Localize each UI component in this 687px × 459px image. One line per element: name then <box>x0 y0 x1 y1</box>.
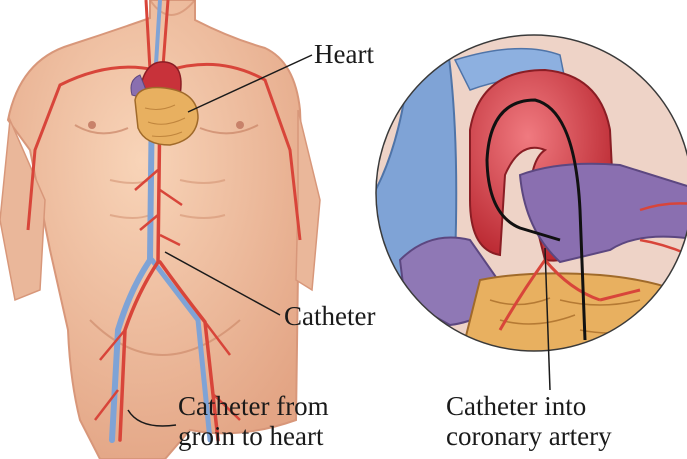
label-groin: Catheter from groin to heart <box>178 392 329 451</box>
label-coronary: Catheter into coronary artery <box>446 392 612 451</box>
nipple-right <box>236 121 244 129</box>
label-coronary-line1: Catheter into <box>446 392 612 422</box>
label-heart-text: Heart <box>314 40 374 70</box>
zoom-circle <box>370 30 687 360</box>
label-catheter-text: Catheter <box>284 302 375 332</box>
right-arm <box>296 110 320 290</box>
label-coronary-line2: coronary artery <box>446 422 612 452</box>
label-groin-line1: Catheter from <box>178 392 329 422</box>
nipple-left <box>88 121 96 129</box>
label-heart: Heart <box>314 40 374 70</box>
label-catheter: Catheter <box>284 302 375 332</box>
label-groin-line2: groin to heart <box>178 422 329 452</box>
